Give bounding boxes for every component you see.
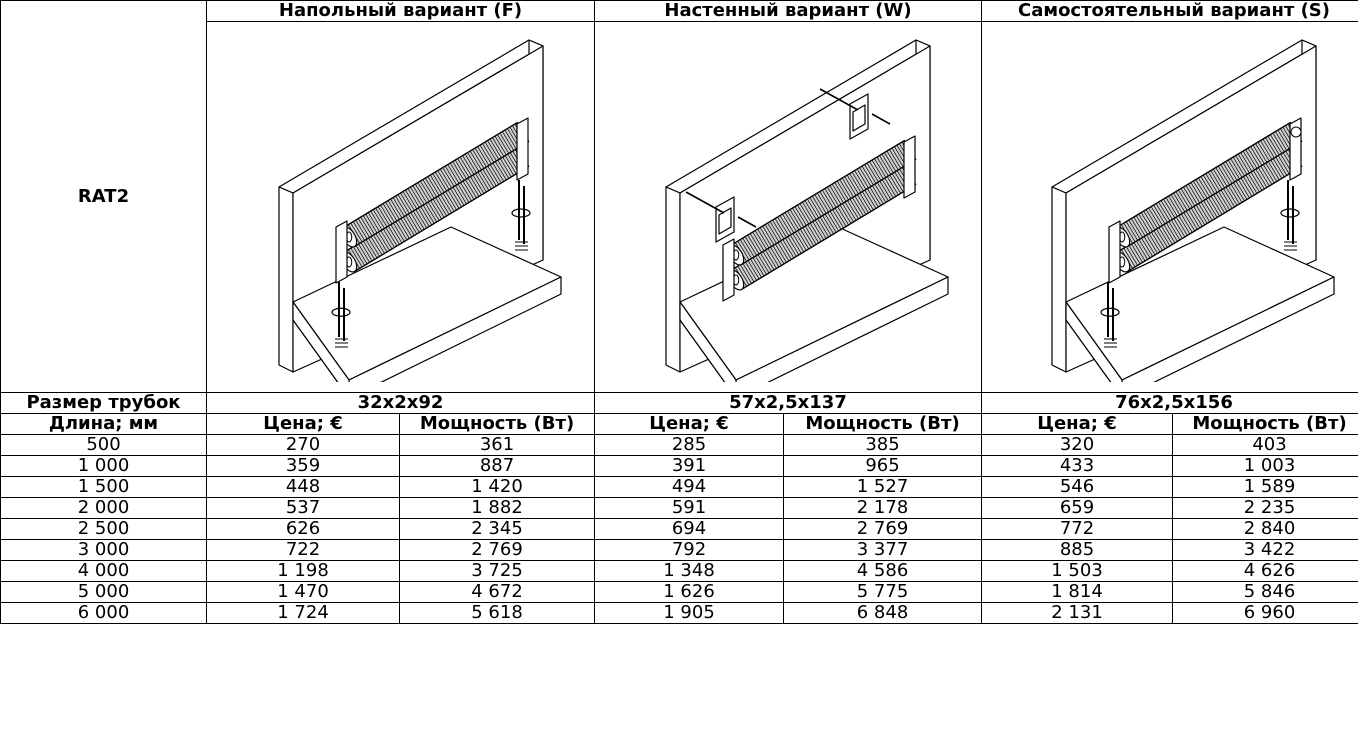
length-cell: 500 [0, 434, 207, 456]
length-cell: 3 000 [0, 539, 207, 561]
illustration-row [1, 21, 1358, 393]
power-cell: 1 882 [399, 497, 595, 519]
power-cell: 4 586 [783, 560, 982, 582]
price-cell: 1 503 [981, 560, 1173, 582]
radiator-price-table: RAT2 Напольный вариант (F) Настенный вар… [0, 0, 1358, 624]
price-cell: 320 [981, 434, 1173, 456]
price-cell: 591 [594, 497, 784, 519]
column-header-row: Длина; мм Цена; € Мощность (Вт) Цена; € … [0, 413, 1358, 435]
length-cell: 1 000 [0, 455, 207, 477]
price-cell: 1 470 [206, 581, 400, 603]
price-cell: 537 [206, 497, 400, 519]
power-cell: 2 769 [399, 539, 595, 561]
price-cell: 448 [206, 476, 400, 498]
price-cell: 1 814 [981, 581, 1173, 603]
table-row: 1 000 359 887 391 965 433 1 003 [0, 455, 1358, 477]
price-header: Цена; € [206, 413, 400, 435]
price-cell: 1 348 [594, 560, 784, 582]
length-cell: 1 500 [0, 476, 207, 498]
tube-size-wall: 57x2,5x137 [594, 392, 982, 414]
power-cell: 1 420 [399, 476, 595, 498]
power-cell: 2 345 [399, 518, 595, 540]
power-cell: 965 [783, 455, 982, 477]
length-cell: 4 000 [0, 560, 207, 582]
power-cell: 6 960 [1172, 602, 1358, 624]
table-row: 4 000 1 198 3 725 1 348 4 586 1 503 4 62… [0, 560, 1358, 582]
price-cell: 1 724 [206, 602, 400, 624]
price-cell: 659 [981, 497, 1173, 519]
power-cell: 5 618 [399, 602, 595, 624]
price-cell: 2 131 [981, 602, 1173, 624]
table-row: 2 500 626 2 345 694 2 769 772 2 840 [0, 518, 1358, 540]
tube-size-row: Размер трубок 32x2x92 57x2,5x137 76x2,5x… [0, 392, 1358, 414]
power-cell: 6 848 [783, 602, 982, 624]
power-cell: 403 [1172, 434, 1358, 456]
price-cell: 694 [594, 518, 784, 540]
variant-title-floor: Напольный вариант (F) [206, 0, 595, 22]
power-header: Мощность (Вт) [1172, 413, 1358, 435]
price-cell: 285 [594, 434, 784, 456]
price-cell: 391 [594, 455, 784, 477]
price-header: Цена; € [981, 413, 1173, 435]
freestanding-radiator-illustration [981, 21, 1358, 393]
price-cell: 885 [981, 539, 1173, 561]
power-cell: 385 [783, 434, 982, 456]
table-row: 1 500 448 1 420 494 1 527 546 1 589 [0, 476, 1358, 498]
wall-mounted-radiator-illustration [594, 21, 982, 393]
price-cell: 1 198 [206, 560, 400, 582]
power-header: Мощность (Вт) [399, 413, 595, 435]
power-cell: 3 422 [1172, 539, 1358, 561]
power-cell: 3 725 [399, 560, 595, 582]
power-cell: 887 [399, 455, 595, 477]
price-cell: 1 626 [594, 581, 784, 603]
power-cell: 1 527 [783, 476, 982, 498]
length-cell: 2 000 [0, 497, 207, 519]
power-header: Мощность (Вт) [783, 413, 982, 435]
model-name: RAT2 [0, 0, 207, 393]
table-row: 3 000 722 2 769 792 3 377 885 3 422 [0, 539, 1358, 561]
price-cell: 494 [594, 476, 784, 498]
power-cell: 4 626 [1172, 560, 1358, 582]
tube-size-label: Размер трубок [0, 392, 207, 414]
price-cell: 722 [206, 539, 400, 561]
power-cell: 2 840 [1172, 518, 1358, 540]
power-cell: 2 235 [1172, 497, 1358, 519]
table-row: 500 270 361 285 385 320 403 [0, 434, 1358, 456]
variant-title-wall: Настенный вариант (W) [594, 0, 982, 22]
power-cell: 361 [399, 434, 595, 456]
table-row: 5 000 1 470 4 672 1 626 5 775 1 814 5 84… [0, 581, 1358, 603]
length-cell: 6 000 [0, 602, 207, 624]
price-header: Цена; € [594, 413, 784, 435]
price-cell: 359 [206, 455, 400, 477]
tube-size-freestanding: 76x2,5x156 [981, 392, 1358, 414]
variant-title-freestanding: Самостоятельный вариант (S) [981, 0, 1358, 22]
price-cell: 792 [594, 539, 784, 561]
power-cell: 2 178 [783, 497, 982, 519]
power-cell: 5 775 [783, 581, 982, 603]
power-cell: 1 589 [1172, 476, 1358, 498]
length-cell: 2 500 [0, 518, 207, 540]
variant-header-row: RAT2 Напольный вариант (F) Настенный вар… [0, 0, 1358, 393]
price-cell: 772 [981, 518, 1173, 540]
length-cell: 5 000 [0, 581, 207, 603]
power-cell: 1 003 [1172, 455, 1358, 477]
tube-size-floor: 32x2x92 [206, 392, 595, 414]
power-cell: 4 672 [399, 581, 595, 603]
price-cell: 546 [981, 476, 1173, 498]
power-cell: 3 377 [783, 539, 982, 561]
power-cell: 5 846 [1172, 581, 1358, 603]
price-cell: 1 905 [594, 602, 784, 624]
length-header: Длина; мм [0, 413, 207, 435]
table-row: 2 000 537 1 882 591 2 178 659 2 235 [0, 497, 1358, 519]
price-cell: 626 [206, 518, 400, 540]
floor-mounted-radiator-illustration [206, 21, 595, 393]
table-row: 6 000 1 724 5 618 1 905 6 848 2 131 6 96… [0, 602, 1358, 624]
price-cell: 270 [206, 434, 400, 456]
power-cell: 2 769 [783, 518, 982, 540]
price-cell: 433 [981, 455, 1173, 477]
